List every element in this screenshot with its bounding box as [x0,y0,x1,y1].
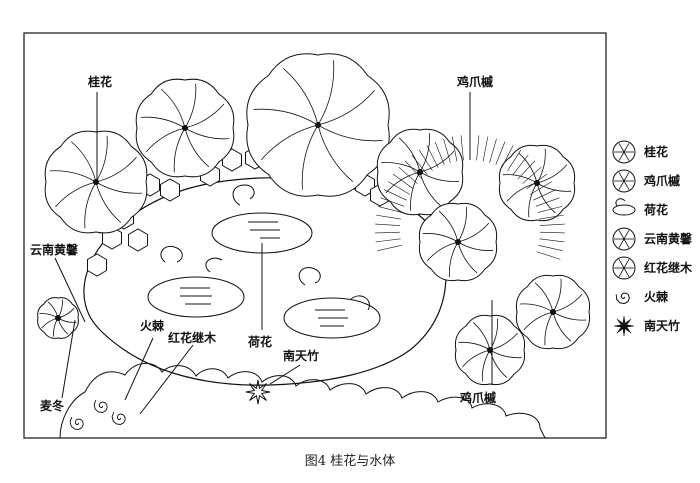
osmanthus-tree-icon [612,140,636,164]
hex-stone [87,253,107,277]
osmanthus-tree-2 [135,78,235,178]
maple-tree-1 [376,128,464,216]
osmanthus-tree-large [246,53,390,197]
maple-tree-4 [515,274,591,350]
legend-item: 桂花 [612,140,668,164]
trees-layer [37,53,591,386]
firethorn-icon [615,292,630,305]
legend-label: 鸡爪槭 [643,173,680,188]
label-maidong: 麦冬 [40,398,64,413]
maple-tree-3 [418,202,498,282]
legend-item: 鸡爪槭 [612,169,680,193]
label-guihua: 桂花 [87,74,112,89]
lotus-group-2 [147,246,245,318]
loropetalum-icon [612,256,636,280]
legend-item: 南天竹 [613,315,680,337]
maple-tree-icon [612,169,636,193]
label-honghua-jimu: 红花继木 [168,330,217,345]
legend-item: 云南黄馨 [612,227,693,251]
lotus-group-3 [283,267,381,339]
legend-item: 荷花 [612,198,668,217]
hex-stone [160,178,180,202]
nandina-plant [245,379,271,405]
figure-caption: 图4 桂花与水体 [304,454,396,469]
legend-label: 南天竹 [644,318,680,333]
hex-stone [128,228,148,252]
maple-canopy-burst [375,135,565,260]
label-nantianzhu: 南天竹 [283,348,319,363]
label-yunnan-huangxin: 云南黄馨 [30,242,79,257]
label-hehua: 荷花 [247,334,272,349]
leader-lines [54,92,493,415]
legend-label: 桂花 [643,144,668,159]
legend-item: 火棘 [615,289,669,305]
label-huoji: 火棘 [140,318,165,333]
maple-tree-5 [454,314,526,386]
jasmine-shrub-icon [612,227,636,251]
maple-tree-2 [498,144,576,222]
nandina-icon [613,315,635,337]
label-jizhuaqi-bottom: 鸡爪槭 [459,390,496,405]
osmanthus-tree-left [44,130,148,234]
legend-item: 红花继木 [612,256,693,280]
legend-label: 红花继木 [644,260,693,275]
lotus-icon [612,198,636,216]
legend-label: 荷花 [643,202,668,217]
firethorn-shrubs [69,399,126,430]
jasmine-shrub [37,297,79,339]
shrub-band [59,362,546,439]
label-jizhuaqi-top: 鸡爪槭 [456,74,493,89]
legend-label: 云南黄馨 [644,231,693,246]
legend-label: 火棘 [644,289,669,304]
